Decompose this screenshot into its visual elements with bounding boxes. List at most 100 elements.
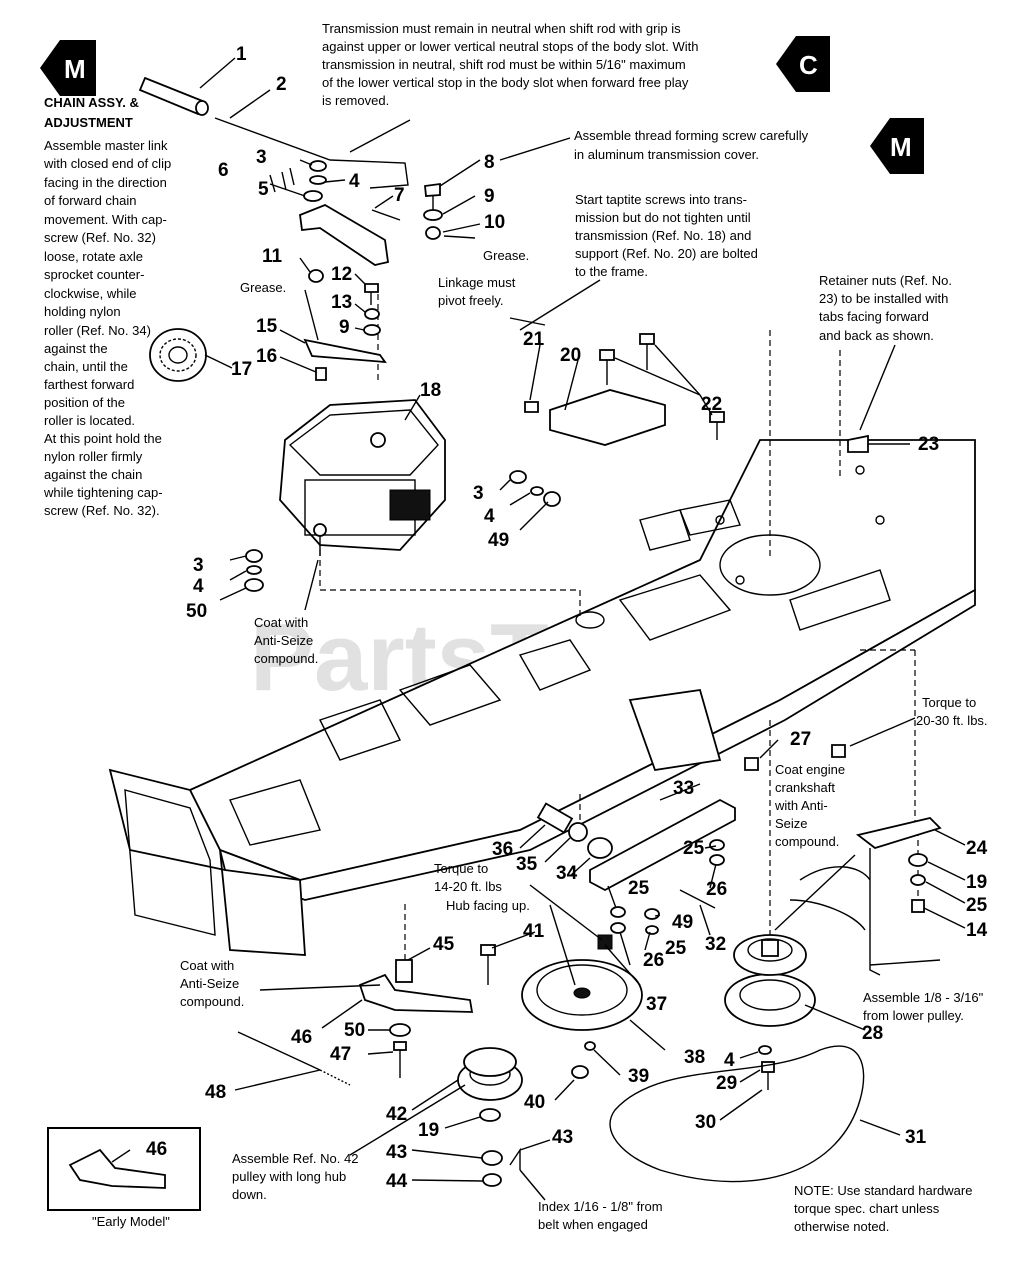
note-line: tabs facing forward: [819, 309, 929, 324]
note-line: screw (Ref. No. 32): [44, 230, 156, 245]
callout-33: 33: [673, 778, 694, 799]
callout-49: 49: [488, 530, 509, 551]
note-line: while tightening cap-: [43, 485, 163, 500]
note-line: otherwise noted.: [794, 1219, 889, 1234]
early-model-caption: "Early Model": [92, 1214, 170, 1229]
callout-35: 35: [516, 854, 538, 875]
lower-pulley-gap-note: Assemble 1/8 - 3/16" from lower pulley.: [863, 990, 984, 1023]
part-32-capscrew: [679, 889, 716, 909]
note-line: roller is located.: [44, 413, 135, 428]
callout-45: 45: [433, 934, 455, 955]
callout-43b: 43: [552, 1127, 573, 1148]
note-line: transmission (Ref. No. 18) and: [575, 228, 751, 243]
callout-36: 36: [492, 839, 513, 860]
note-line: At this point hold the: [44, 431, 162, 446]
note-line: Assemble Ref. No. 42: [232, 1151, 358, 1166]
callout-37: 37: [646, 994, 667, 1015]
part-12-13-hardware: [363, 283, 381, 336]
note-line: roller (Ref. No. 34): [44, 323, 151, 338]
note-line: sprocket counter-: [44, 267, 144, 282]
callout-9: 9: [484, 186, 495, 207]
hardware-torque-note: NOTE: Use standard hardware torque spec.…: [794, 1183, 972, 1234]
callout-48: 48: [205, 1082, 226, 1103]
part-45-sleeve: [395, 959, 413, 983]
part-17-chain: [149, 328, 207, 382]
note-line: holding nylon: [44, 304, 121, 319]
badge-m-right-letter: M: [890, 132, 912, 162]
callout-50: 50: [186, 601, 207, 622]
callout-19b: 19: [418, 1120, 439, 1141]
callout-42: 42: [386, 1104, 407, 1125]
callout-39: 39: [628, 1066, 649, 1087]
note-line: mission but do not tighten until: [575, 210, 751, 225]
callout-12: 12: [331, 264, 352, 285]
taptite-screws-note: Start taptite screws into trans- mission…: [575, 192, 758, 279]
callout-10: 10: [484, 212, 505, 233]
note-line: against upper or lower vertical neutral …: [322, 39, 698, 54]
note-line: support (Ref. No. 20) are bolted: [575, 246, 758, 261]
note-line: pivot freely.: [438, 293, 504, 308]
note-line: Coat engine: [775, 762, 845, 777]
badge-m-left-letter: M: [64, 54, 86, 84]
note-line: Assemble 1/8 - 3/16": [863, 990, 984, 1005]
note-line: screw (Ref. No. 32).: [44, 503, 160, 518]
early-model-inset: "Early Model": [47, 1127, 201, 1229]
callout-3b: 3: [473, 483, 484, 504]
callout-4c: 4: [193, 576, 204, 597]
part-19-washer: [479, 1108, 501, 1122]
engine-crankshaft-note: Coat engine crankshaft with Anti- Seize …: [774, 762, 845, 849]
note-line: compound.: [180, 994, 244, 1009]
callout-27: 27: [790, 729, 811, 750]
part-37-nut: [597, 934, 613, 950]
note-line: Anti-Seize: [180, 976, 239, 991]
badge-c-letter: C: [799, 50, 818, 80]
callout-5: 5: [258, 179, 269, 200]
note-line: Torque to: [922, 695, 976, 710]
note-line: to the frame.: [575, 264, 648, 279]
part-47-bolt: [393, 1041, 407, 1078]
callout-22: 22: [701, 394, 722, 415]
callout-13: 13: [331, 292, 352, 313]
part-33-bracket: [589, 798, 736, 892]
note-line: is removed.: [322, 93, 389, 108]
thread-forming-screw-note: Assemble thread forming screw carefully …: [574, 128, 809, 162]
callout-40: 40: [524, 1092, 545, 1113]
note-line: belt when engaged: [538, 1217, 648, 1232]
callout-25d: 25: [966, 895, 988, 916]
note-line: clockwise, while: [44, 286, 136, 301]
part-40-nut: [571, 1065, 589, 1079]
note-line: chain, until the: [44, 359, 128, 374]
note-line: and back as shown.: [819, 328, 934, 343]
callout-46-inset: 46: [146, 1139, 167, 1160]
part-43-spacer: [481, 1150, 503, 1166]
part-42-idler-pulley: [457, 1047, 523, 1101]
torque-20-30-note: Torque to 20-30 ft. lbs.: [916, 695, 988, 728]
hub-facing-note: Hub facing up.: [446, 898, 530, 913]
note-line: with closed end of clip: [43, 156, 171, 171]
part-16-screw: [315, 367, 327, 381]
callout-numbers: 1 2 3 4 5 6 7 8 9 10 11 12 13 9 15 16 17…: [146, 44, 988, 1192]
note-line: 23) to be installed with: [819, 291, 948, 306]
chain-section-title-1: CHAIN ASSY. &: [44, 95, 139, 110]
callout-24: 24: [966, 838, 988, 859]
badge-c: C: [776, 36, 830, 92]
callout-11: 11: [262, 246, 283, 267]
callout-3: 3: [256, 147, 267, 168]
note-line: pulley with long hub: [232, 1169, 346, 1184]
callout-26b: 26: [643, 950, 664, 971]
callout-44: 44: [386, 1171, 408, 1192]
part-20-support: [549, 389, 666, 446]
callout-15: 15: [256, 316, 278, 337]
part-44-nut: [482, 1173, 502, 1187]
callout-9b: 9: [339, 317, 350, 338]
note-line: Linkage must: [438, 275, 516, 290]
callout-18: 18: [420, 380, 441, 401]
note-line: nylon roller firmly: [44, 449, 143, 464]
callout-28: 28: [862, 1023, 883, 1044]
callout-8: 8: [484, 152, 495, 173]
part-23-retainer-nut: [847, 434, 869, 453]
callout-20: 20: [560, 345, 581, 366]
retainer-nuts-note: Retainer nuts (Ref. No. 23) to be instal…: [819, 273, 952, 343]
part-31-belt: [609, 1045, 865, 1183]
callout-3c: 3: [193, 555, 204, 576]
